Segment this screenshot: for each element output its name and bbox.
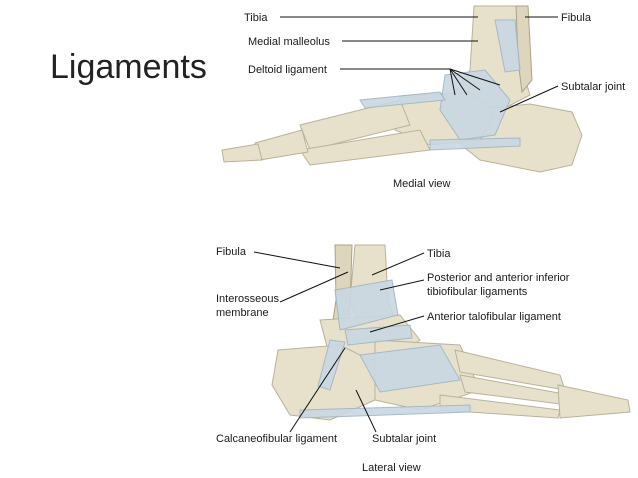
lateral-caption: Lateral view [362, 462, 421, 474]
lateral-label-tibiofibular-1: Posterior and anterior inferior [427, 272, 570, 284]
lateral-tibiofibular-leader [379, 279, 425, 291]
lateral-label-interosseous-1: Interosseous [216, 293, 279, 305]
medial-ligament-band-2 [429, 137, 521, 151]
lateral-toes [557, 384, 631, 419]
medial-label-subtalar: Subtalar joint [561, 81, 625, 93]
medial-label-deltoid: Deltoid ligament [248, 64, 327, 76]
medial-phalanx-1 [254, 129, 309, 161]
medial-label-tibia: Tibia [244, 12, 268, 24]
lateral-view-illustration: Fibula Tibia Interosseous membrane Poste… [216, 244, 631, 474]
medial-deltoid-fan-1 [449, 68, 456, 96]
medial-label-fibula: Fibula [561, 12, 592, 24]
medial-deltoid-fan-3 [449, 68, 481, 91]
lateral-subtalar-leader [355, 389, 377, 433]
lateral-label-fibula: Fibula [216, 246, 247, 258]
lateral-talofibular-leader [369, 315, 425, 333]
lateral-label-tibia: Tibia [427, 248, 451, 260]
medial-phalanx-2 [221, 143, 263, 163]
lateral-label-tibiofibular-2: tibiofibular ligaments [427, 286, 528, 298]
lateral-label-calcaneofibular: Calcaneofibular ligament [216, 433, 337, 445]
medial-view-illustration: Tibia Fibula Medial malleolus Deltoid li… [221, 5, 625, 190]
lateral-label-talofibular: Anterior talofibular ligament [427, 311, 561, 323]
lateral-sole-ligament [299, 404, 471, 419]
lateral-interosseous-leader [279, 271, 349, 303]
lateral-label-interosseous-2: membrane [216, 307, 269, 319]
lateral-fibula-leader [253, 251, 341, 269]
medial-subtalar-leader [499, 85, 559, 113]
medial-deltoid-fan-2 [449, 68, 468, 96]
lateral-foot-ligaments [359, 344, 461, 393]
lateral-calcaneofibular-shape [317, 339, 346, 391]
medial-ligament-band-3 [494, 19, 521, 73]
medial-ligament-band-1 [359, 91, 446, 109]
lateral-tibiofibular-ligament-shape [334, 279, 399, 331]
lateral-metatarsal-3 [439, 394, 561, 419]
medial-deltoid-fan-4 [449, 68, 501, 86]
lateral-label-subtalar: Subtalar joint [372, 433, 436, 445]
medial-label-malleolus: Medial malleolus [248, 36, 330, 48]
lateral-calcaneofibular-leader [289, 347, 346, 433]
medial-deltoid-ligament-shape [439, 69, 511, 141]
slide-title: Ligaments [50, 48, 207, 86]
medial-caption: Medial view [393, 178, 451, 190]
lateral-tibia-leader [371, 252, 425, 276]
